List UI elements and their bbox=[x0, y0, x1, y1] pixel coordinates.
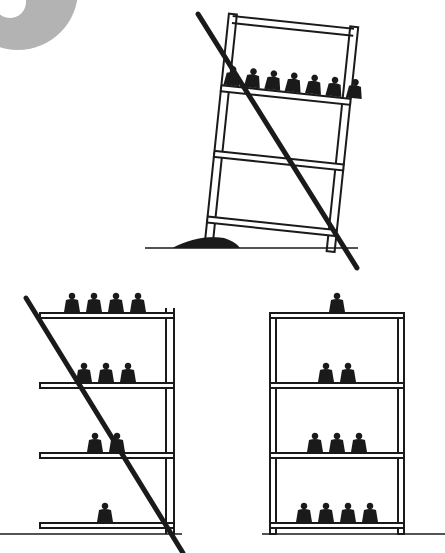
weight-icon bbox=[86, 292, 102, 312]
weight-icon bbox=[98, 362, 114, 382]
weight-icon bbox=[64, 292, 80, 312]
cross-out-line bbox=[23, 295, 186, 553]
rack-right-post bbox=[397, 312, 405, 535]
panel-top-heavy-rack bbox=[0, 292, 186, 553]
weight-icon bbox=[362, 502, 378, 522]
weight-icon bbox=[97, 502, 113, 522]
weight-icon bbox=[305, 74, 321, 95]
weights-leaning-top-shelf bbox=[223, 66, 362, 100]
rack-left-post bbox=[269, 312, 277, 535]
shelf-2 bbox=[269, 382, 405, 389]
weight-icon bbox=[108, 292, 124, 312]
weight-icon bbox=[345, 78, 362, 100]
weight-icon bbox=[329, 292, 345, 312]
weight-icon bbox=[130, 292, 146, 312]
weight-icon bbox=[87, 432, 103, 452]
step-badge bbox=[0, 0, 78, 50]
weight-icon bbox=[340, 362, 356, 382]
panel-bottom-heavy-rack bbox=[262, 292, 445, 535]
weight-icon bbox=[318, 502, 334, 522]
shelf-3 bbox=[39, 452, 175, 459]
panel-leaning-rack bbox=[145, 11, 362, 271]
weight-icon bbox=[325, 76, 342, 97]
weight-icon bbox=[120, 362, 136, 382]
shelf-2 bbox=[39, 382, 175, 389]
weight-icon bbox=[307, 432, 323, 452]
weights-top-heavy bbox=[64, 292, 146, 522]
weight-icon bbox=[329, 432, 345, 452]
weight-icon bbox=[318, 362, 334, 382]
weight-icon bbox=[264, 70, 281, 91]
weight-icon bbox=[243, 68, 260, 89]
weight-icon bbox=[296, 502, 312, 522]
weight-icon bbox=[340, 502, 356, 522]
weight-icon bbox=[284, 72, 301, 93]
shelf-3 bbox=[269, 452, 405, 459]
ground-debris bbox=[172, 237, 240, 248]
weight-icon bbox=[76, 362, 92, 382]
shelf-4 bbox=[269, 522, 405, 529]
leaning-rack bbox=[204, 12, 362, 254]
cross-out-line bbox=[195, 11, 360, 271]
weights-bottom-heavy bbox=[296, 292, 378, 522]
shelf-4 bbox=[39, 522, 175, 529]
weight-icon bbox=[351, 432, 367, 452]
shelf-1 bbox=[39, 312, 175, 319]
shelf-1 bbox=[269, 312, 405, 319]
